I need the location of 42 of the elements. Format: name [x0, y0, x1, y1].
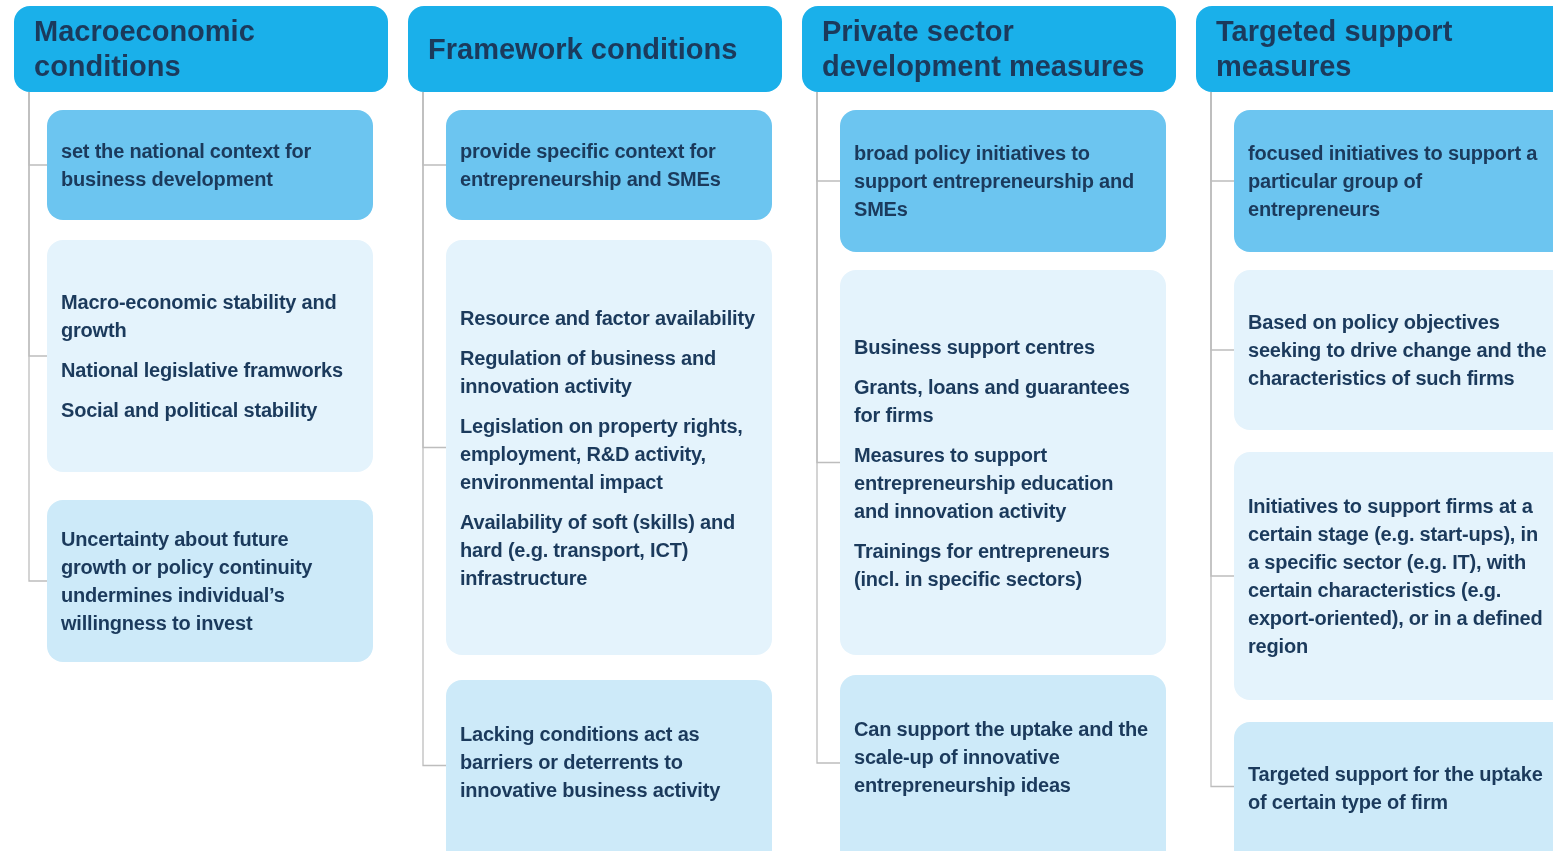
column-header: [802, 6, 1176, 92]
card-text: Uncertainty about future growth or policy continuity undermines individual’s willingness to invest: [61, 527, 314, 636]
column-header: [408, 6, 782, 92]
column-header: [14, 6, 388, 92]
card-text: Availability of soft (skills) and hard (e.g. transport, ICT) infrastructure: [460, 509, 736, 591]
text-card: [1234, 270, 1553, 430]
card-text: Measures to support entrepreneurship education and innovation activity: [854, 442, 1115, 524]
text-card: [840, 675, 1166, 851]
card-text: Social and political stability: [61, 398, 319, 423]
card-text: focused initiatives to support a particular group of entrepreneurs: [1248, 141, 1539, 222]
card-text: Resource and factor availability: [460, 305, 756, 331]
card-text: Initiatives to support firms at a certain stage (e.g. start-ups), in a specific sector (e.g. IT), with certain characteristics (e.g. export-oriented), or in a defined region: [1248, 494, 1544, 659]
text-card: [47, 110, 373, 220]
text-card: [840, 270, 1166, 655]
text-card: [446, 240, 772, 655]
card-text: Can support the uptake and the scale-up of innovative entrepreneurship ideas: [854, 717, 1150, 798]
text-card: [1234, 110, 1553, 252]
card-text: Macro-economic stability and growth: [61, 290, 338, 343]
card-text: Lacking conditions act as barriers or deterrents to innovative business activity: [460, 722, 722, 803]
header-text: Private sector development measures: [822, 14, 1146, 84]
text-card: [840, 110, 1166, 252]
header-text: Targeted support measures: [1216, 14, 1454, 84]
card-text: Grants, loans and guarantees for firms: [854, 374, 1131, 428]
card-text: Based on policy objectives seeking to drive change and the characteristics of such firms: [1248, 310, 1547, 391]
header-text: Framework conditions: [428, 31, 739, 67]
column-header: [1196, 6, 1553, 92]
header-text: Macroeconomic conditions: [34, 14, 256, 84]
card-text: set the national context for business development: [61, 139, 312, 192]
text-card: [446, 110, 772, 220]
card-text: Targeted support for the uptake of certain type of firm: [1248, 762, 1544, 815]
card-text: Trainings for entrepreneurs (incl. in specific sectors): [854, 538, 1111, 592]
card-text: Legislation on property rights, employment, R&D activity, environmental impact: [460, 413, 744, 495]
card-text: Regulation of business and innovation activity: [460, 345, 717, 399]
card-text: broad policy initiatives to support entrepreneurship and SMEs: [854, 141, 1135, 222]
text-card: [1234, 722, 1553, 851]
text-card: [47, 500, 373, 662]
card-text: National legislative framworks: [61, 358, 344, 383]
card-text: Business support centres: [854, 334, 1096, 360]
text-card: [1234, 452, 1553, 700]
text-card: [47, 240, 373, 472]
card-text: provide specific context for entrepreneurship and SMEs: [460, 139, 722, 192]
text-card: [446, 680, 772, 851]
